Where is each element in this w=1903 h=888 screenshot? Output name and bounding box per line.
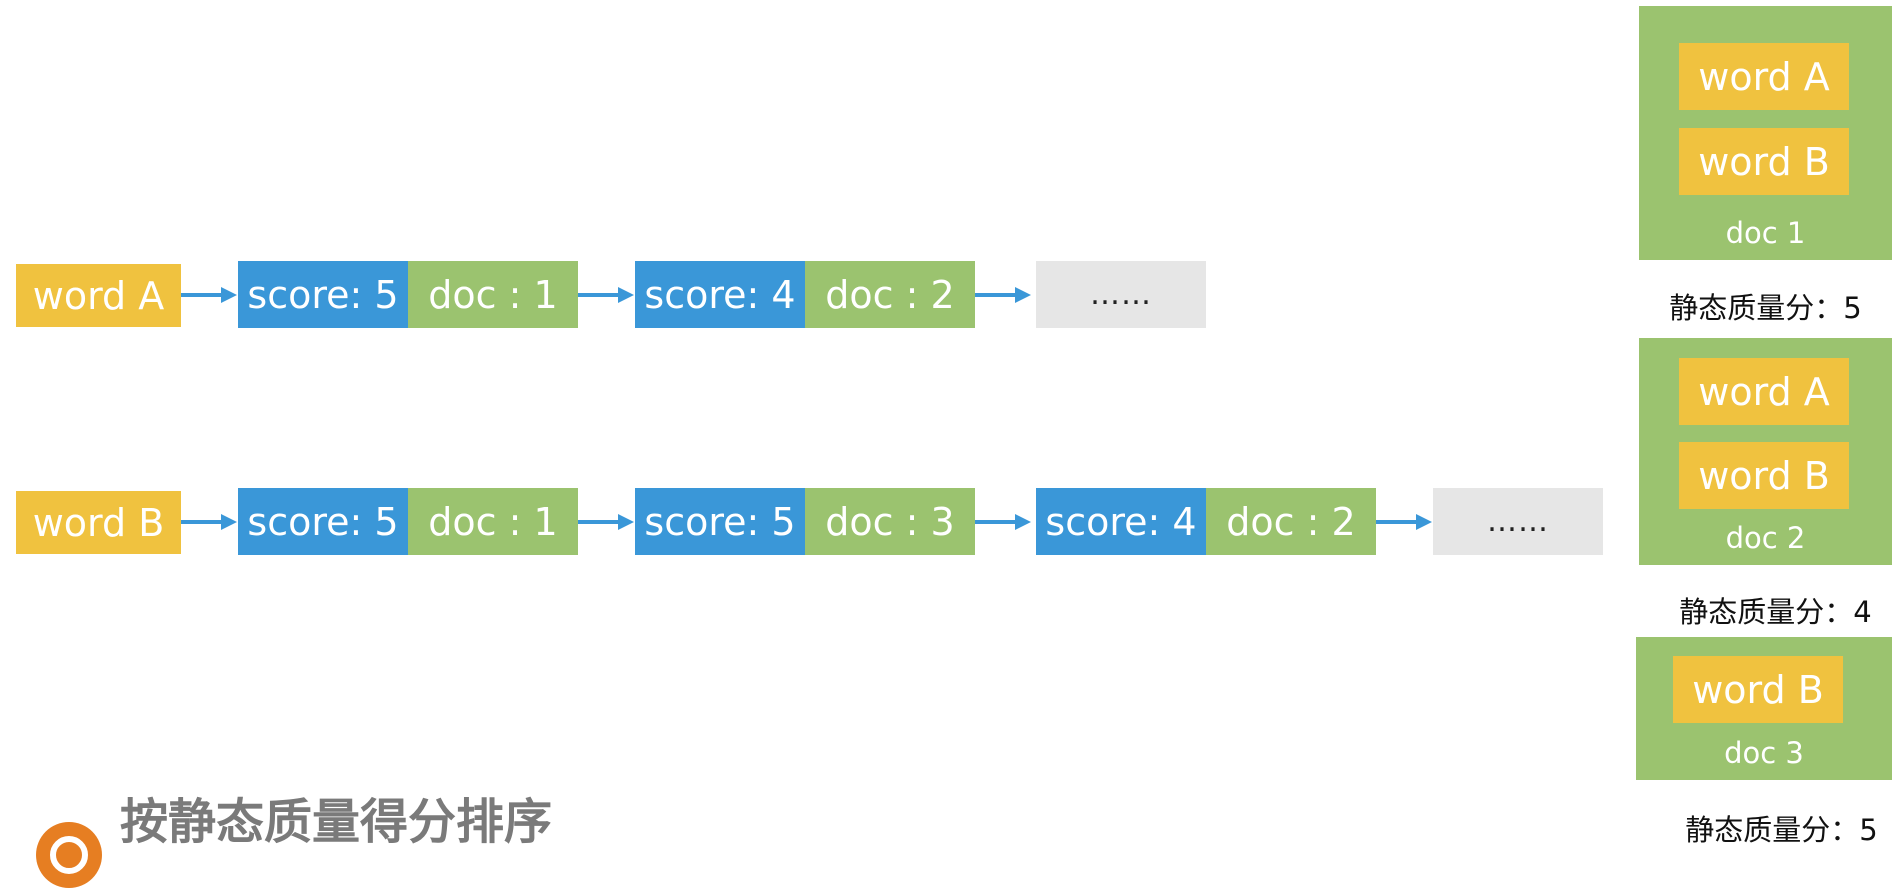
doc-card-1-word-b: word B <box>1679 128 1849 195</box>
row-b-posting-1-score: score: 5 <box>238 488 408 555</box>
row-a-arrow-1 <box>181 283 237 307</box>
doc-card-1: word A word B doc 1 <box>1639 6 1892 260</box>
row-b-arrow-3 <box>975 510 1031 534</box>
row-b-more: …… <box>1433 488 1603 555</box>
doc-card-3: word B doc 3 <box>1636 637 1892 780</box>
brand-watermark: 极客时间 <box>120 830 312 843</box>
doc-card-3-word-b: word B <box>1673 656 1843 723</box>
doc-3-quality-score: 静态质量分：5 <box>1685 813 1878 847</box>
row-a-arrow-3 <box>975 283 1031 307</box>
row-a-posting-2-score: score: 4 <box>635 261 805 328</box>
row-a-arrow-2 <box>578 283 634 307</box>
row-a-posting-1-score: score: 5 <box>238 261 408 328</box>
row-b-posting-3-doc: doc : 2 <box>1206 488 1376 555</box>
row-a-posting-1-doc: doc : 1 <box>408 261 578 328</box>
doc-card-2-label: doc 2 <box>1725 521 1806 555</box>
row-b-posting-2-score: score: 5 <box>635 488 805 555</box>
row-a-word: word A <box>16 264 181 327</box>
doc-card-2-word-b: word B <box>1679 442 1849 509</box>
row-b-arrow-4 <box>1376 510 1432 534</box>
row-a-posting-2-doc: doc : 2 <box>805 261 975 328</box>
row-a-more: …… <box>1036 261 1206 328</box>
doc-card-1-word-a: word A <box>1679 43 1849 110</box>
doc-card-2: word A word B doc 2 <box>1639 338 1892 565</box>
row-b-posting-1-doc: doc : 1 <box>408 488 578 555</box>
doc-card-3-label: doc 3 <box>1724 736 1804 770</box>
row-b-arrow-1 <box>181 510 237 534</box>
doc-2-quality-score: 静态质量分：4 <box>1679 595 1872 629</box>
doc-card-2-word-a: word A <box>1679 358 1849 425</box>
diagram-caption: 按静态质量得分排序 <box>120 794 553 850</box>
row-b-arrow-2 <box>578 510 634 534</box>
row-b-word: word B <box>16 491 181 554</box>
row-b-posting-2-doc: doc : 3 <box>805 488 975 555</box>
doc-1-quality-score: 静态质量分：5 <box>1669 291 1862 325</box>
doc-card-1-label: doc 1 <box>1725 216 1806 250</box>
row-b-posting-3-score: score: 4 <box>1036 488 1206 555</box>
brand-logo-icon <box>36 822 102 888</box>
